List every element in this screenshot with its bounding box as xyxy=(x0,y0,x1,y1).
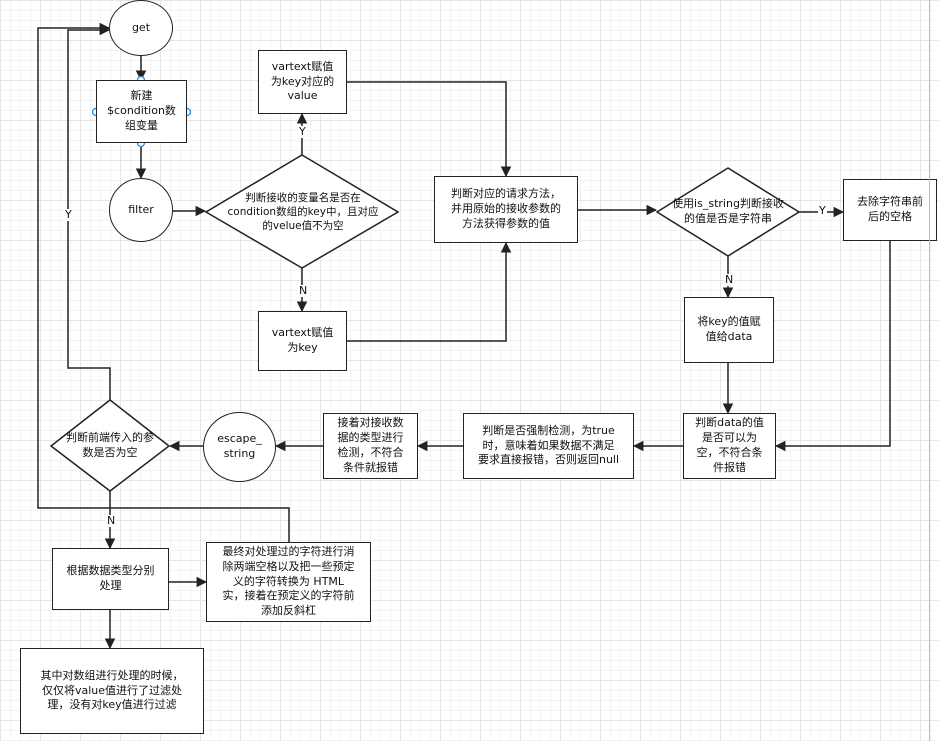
vartext-value-node[interactable]: vartext赋值 为key对应的 value xyxy=(258,50,347,114)
escape-string-label: escape_ string xyxy=(217,432,262,460)
canvas-right-border xyxy=(929,0,930,741)
vartext-key-label: vartext赋值 为key xyxy=(271,326,334,354)
edge-judgeempty-to-get-y xyxy=(67,24,111,400)
escape-string-node[interactable]: escape_ string xyxy=(203,412,276,482)
filter-node[interactable]: filter xyxy=(109,178,173,242)
label-n-empty: N xyxy=(106,514,117,527)
judge-data-label: 判断data的值 是否可以为 空，不符合条 件报错 xyxy=(695,416,764,474)
is-string-text: 使用is_string判断接收 的值是否是字符串 xyxy=(660,192,796,232)
judge-method-node[interactable]: 判断对应的请求方法， 并用原始的接收参数的 方法获得参数的值 xyxy=(434,176,578,243)
judge-empty-text: 判断前端传入的参 数是否为空 xyxy=(56,428,164,464)
judge-var-label: 判断接收的变量名是否在 condition数组的key中，且对应 的velue值… xyxy=(227,191,379,233)
type-check-label: 接着对接收数 据的类型进行 检测，不符合 条件就报错 xyxy=(337,416,404,474)
label-n-bottom: N xyxy=(298,284,309,297)
edge-value-to-method xyxy=(347,81,512,178)
get-label: get xyxy=(131,20,151,34)
final-process-node[interactable]: 最终对处理过的字符进行消 除两端空格以及把一些预定 义的字符转换为 HTML 实… xyxy=(206,542,371,622)
key-to-data-node[interactable]: 将key的值赋 值给data xyxy=(684,297,774,363)
by-type-node[interactable]: 根据数据类型分别 处理 xyxy=(52,548,169,610)
is-string-label: 使用is_string判断接收 的值是否是字符串 xyxy=(672,197,784,225)
vartext-value-label: vartext赋值 为key对应的 value xyxy=(270,59,335,103)
force-check-node[interactable]: 判断是否强制检测，为true 时，意味着如果数据不满足 要求直接报错，否则返回n… xyxy=(463,413,634,479)
judge-method-label: 判断对应的请求方法， 并用原始的接收参数的 方法获得参数的值 xyxy=(451,187,561,230)
edge-key-to-method xyxy=(347,241,512,342)
new-condition-label: 新建 $condition数 组变量 xyxy=(107,89,176,132)
label-y-top: Y xyxy=(298,125,307,138)
by-type-label: 根据数据类型分别 处理 xyxy=(66,564,155,592)
array-note-node[interactable]: 其中对数组进行处理的时候， 仅仅将value值进行了过滤处 理，没有对key值进… xyxy=(20,648,204,734)
trim-label: 去除字符串前 后的空格 xyxy=(857,195,923,223)
judge-data-node[interactable]: 判断data的值 是否可以为 空，不符合条 件报错 xyxy=(683,413,776,479)
judge-empty-label: 判断前端传入的参 数是否为空 xyxy=(66,431,154,459)
get-node[interactable]: get xyxy=(109,0,173,56)
force-check-label: 判断是否强制检测，为true 时，意味着如果数据不满足 要求直接报错，否则返回n… xyxy=(477,423,620,467)
edge-trim-to-judgedata xyxy=(774,241,891,452)
type-check-node[interactable]: 接着对接收数 据的类型进行 检测，不符合 条件就报错 xyxy=(323,413,418,479)
label-n-down: N xyxy=(724,273,735,286)
vartext-key-node[interactable]: vartext赋值 为key xyxy=(258,311,347,371)
final-process-label: 最终对处理过的字符进行消 除两端空格以及把一些预定 义的字符转换为 HTML 实… xyxy=(222,544,355,618)
label-y-right: Y xyxy=(818,204,827,217)
trim-node[interactable]: 去除字符串前 后的空格 xyxy=(843,179,937,241)
new-condition-node[interactable]: 新建 $condition数 组变量 xyxy=(96,80,187,143)
judge-var-text: 判断接收的变量名是否在 condition数组的key中，且对应 的velue值… xyxy=(212,180,394,244)
filter-label: filter xyxy=(128,202,154,216)
label-y-left: Y xyxy=(64,208,73,221)
edge-final-to-get xyxy=(37,22,290,542)
array-note-label: 其中对数组进行处理的时候， 仅仅将value值进行了过滤处 理，没有对key值进… xyxy=(40,668,184,712)
key-to-data-label: 将key的值赋 值给data xyxy=(697,315,761,343)
